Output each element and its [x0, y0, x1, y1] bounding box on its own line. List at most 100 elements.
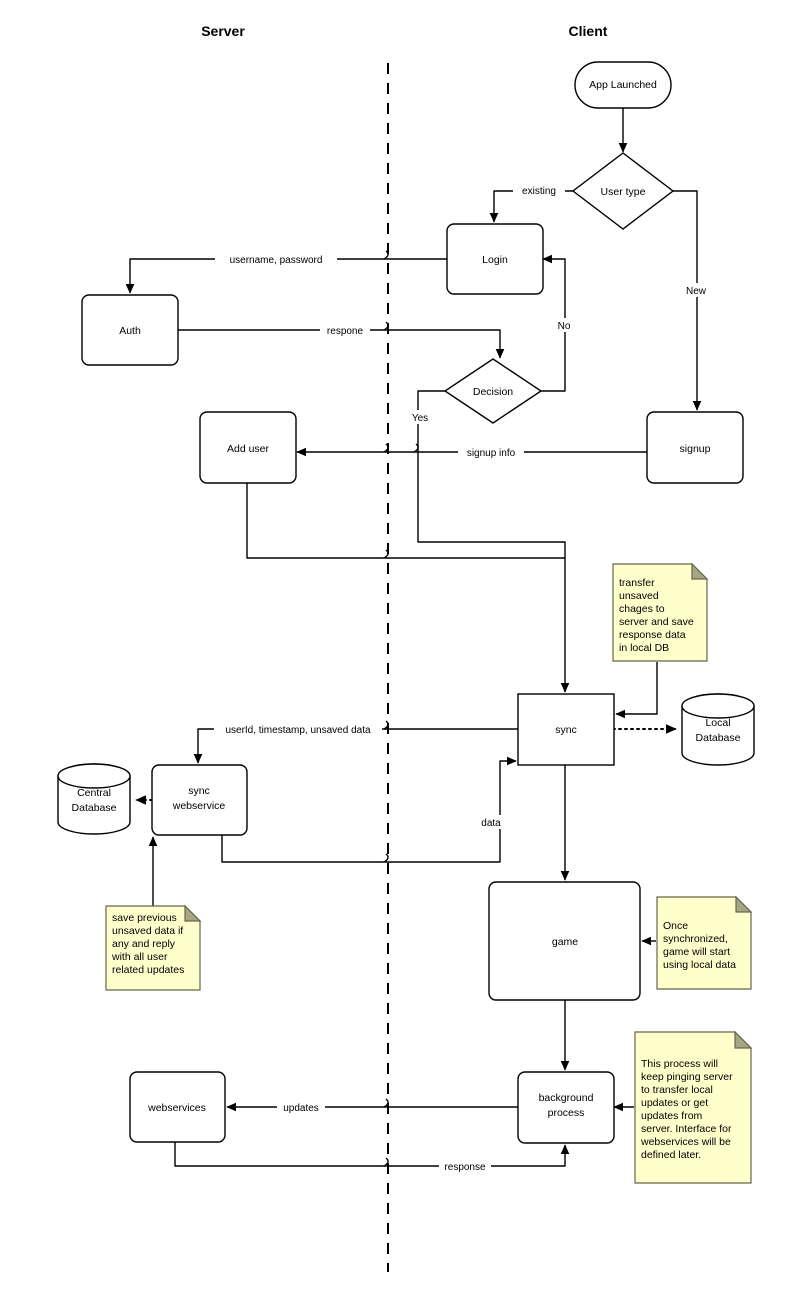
node-background-process-shape [517, 1071, 615, 1144]
node-central-database-label-line1: Central [77, 787, 111, 799]
note-save-line-2: unsaved data if [112, 925, 183, 937]
lane-title-server: Server [201, 23, 245, 39]
edge-jump-data [383, 853, 389, 863]
edge-label-username-password: username, password [215, 252, 337, 266]
note-transfer-line-1: transfer [619, 577, 655, 589]
note-once-synchronized-fold [735, 895, 753, 913]
edge-label-yes: Yes [408, 410, 432, 424]
edge-jump-userid [383, 720, 389, 730]
note-transfer-unsaved-shape [612, 563, 708, 662]
node-webservices[interactable]: webservices [129, 1071, 226, 1143]
note-bg-line-7: webservices will be [640, 1136, 731, 1148]
node-sync-webservice[interactable]: sync webservice [151, 764, 248, 836]
node-auth-label: Auth [119, 325, 141, 337]
node-local-database-label-line1: Local [705, 717, 730, 729]
note-background-process-fold [734, 1030, 753, 1049]
edge-jump-respone [383, 321, 389, 331]
edge-label-userid-timestamp: userId, timestamp, unsaved data [214, 722, 382, 736]
node-login-shape [446, 223, 544, 295]
node-background-process[interactable]: background process [517, 1071, 615, 1144]
note-bg-line-1: This process will [641, 1058, 718, 1070]
edge-jump-updates [383, 1098, 389, 1108]
note-bg-line-6: server. Interface for [641, 1123, 732, 1135]
node-game-label: game [552, 936, 578, 948]
edge-auth-to-decision [177, 329, 505, 359]
node-local-database-label-line2: Database [696, 732, 741, 744]
edge-label-updates: updates [277, 1100, 325, 1114]
node-auth[interactable]: Auth [81, 294, 179, 366]
edge-jump-yes [383, 443, 389, 453]
node-local-database[interactable]: Local Database [681, 693, 755, 766]
node-app-launched[interactable]: App Launched [574, 61, 672, 109]
node-add-user-shape [199, 411, 297, 484]
node-local-database-top [681, 693, 755, 719]
node-auth-shape [81, 294, 179, 366]
edge-label-data: data [477, 815, 505, 829]
node-sync-webservice-label-line1: sync [188, 785, 210, 797]
edge-label-signup-info-text: signup info [467, 448, 516, 459]
edge-label-no-text: No [558, 321, 571, 332]
node-login-label: Login [482, 254, 508, 266]
note-save-previous: save previous unsaved data if any and re… [105, 904, 202, 991]
node-sync[interactable]: sync [517, 693, 615, 766]
edge-label-userid-timestamp-text: userId, timestamp, unsaved data [225, 725, 371, 736]
node-central-database-top [57, 763, 131, 789]
edge-label-data-text: data [481, 818, 501, 829]
node-background-process-label-line1: background [539, 1092, 594, 1104]
edge-jump-add-user [383, 549, 389, 559]
node-sync-webservice-label-line2: webservice [172, 800, 226, 812]
node-decision-label: Decision [473, 386, 513, 398]
note-bg-line-3: to transfer local [641, 1084, 713, 1096]
edge-label-no: No [553, 318, 575, 332]
note-save-previous-fold [184, 904, 202, 922]
node-decision[interactable]: Decision [443, 358, 543, 424]
edge-label-new: New [681, 283, 711, 297]
edge-label-existing-text: existing [522, 186, 556, 197]
edge-webservices-response-to-process [174, 1142, 570, 1167]
note-bg-line-2: keep pinging server [641, 1071, 733, 1083]
edge-login-to-auth [125, 258, 447, 294]
edge-label-response: response [439, 1159, 491, 1173]
edge-label-response-text: response [444, 1162, 486, 1173]
node-user-type-shape [571, 152, 675, 230]
edge-label-existing: existing [513, 183, 565, 197]
node-login[interactable]: Login [446, 223, 544, 295]
node-add-user[interactable]: Add user [199, 411, 297, 484]
note-once-line-1: Once [663, 920, 688, 932]
note-once-line-2: synchronized, [663, 933, 728, 945]
edge-user-type-to-signup [673, 190, 702, 411]
note-bg-line-8: defined later. [641, 1149, 701, 1161]
note-save-line-5: related updates [112, 964, 184, 976]
edge-sync-to-sync-webservice [193, 728, 518, 764]
edge-label-respone-text: respone [327, 326, 364, 337]
note-bg-line-4: updates or get [641, 1097, 708, 1109]
edge-label-updates-text: updates [283, 1103, 319, 1114]
node-sync-shape [517, 693, 615, 766]
node-signup[interactable]: signup [646, 411, 744, 484]
note-once-line-3: game will start [663, 946, 730, 958]
lane-title-client: Client [569, 23, 608, 39]
note-transfer-unsaved-fold [691, 562, 709, 580]
node-signup-label: signup [680, 443, 711, 455]
node-user-type[interactable]: User type [571, 152, 675, 230]
note-transfer-line-2: unsaved [619, 590, 659, 602]
edge-yes-down-to-sync [417, 452, 570, 693]
note-transfer-line-3: chages to [619, 603, 665, 615]
node-game[interactable]: game [488, 881, 641, 1001]
node-sync-label: sync [555, 724, 577, 736]
edge-label-respone: respone [320, 323, 370, 337]
node-user-type-label: User type [601, 186, 646, 198]
node-app-launched-label: App Launched [589, 79, 657, 91]
note-once-synchronized-shape [656, 896, 752, 990]
node-central-database[interactable]: Central Database [57, 763, 131, 835]
note-transfer-unsaved: transfer unsaved chages to server and sa… [612, 562, 709, 662]
node-webservices-shape [129, 1071, 226, 1143]
note-bg-line-5: updates from [641, 1110, 703, 1122]
node-decision-shape [443, 358, 543, 424]
node-sync-webservice-shape [151, 764, 248, 836]
node-app-launched-shape [574, 61, 672, 109]
edge-label-signup-info: signup info [458, 445, 524, 459]
node-signup-shape [646, 411, 744, 484]
